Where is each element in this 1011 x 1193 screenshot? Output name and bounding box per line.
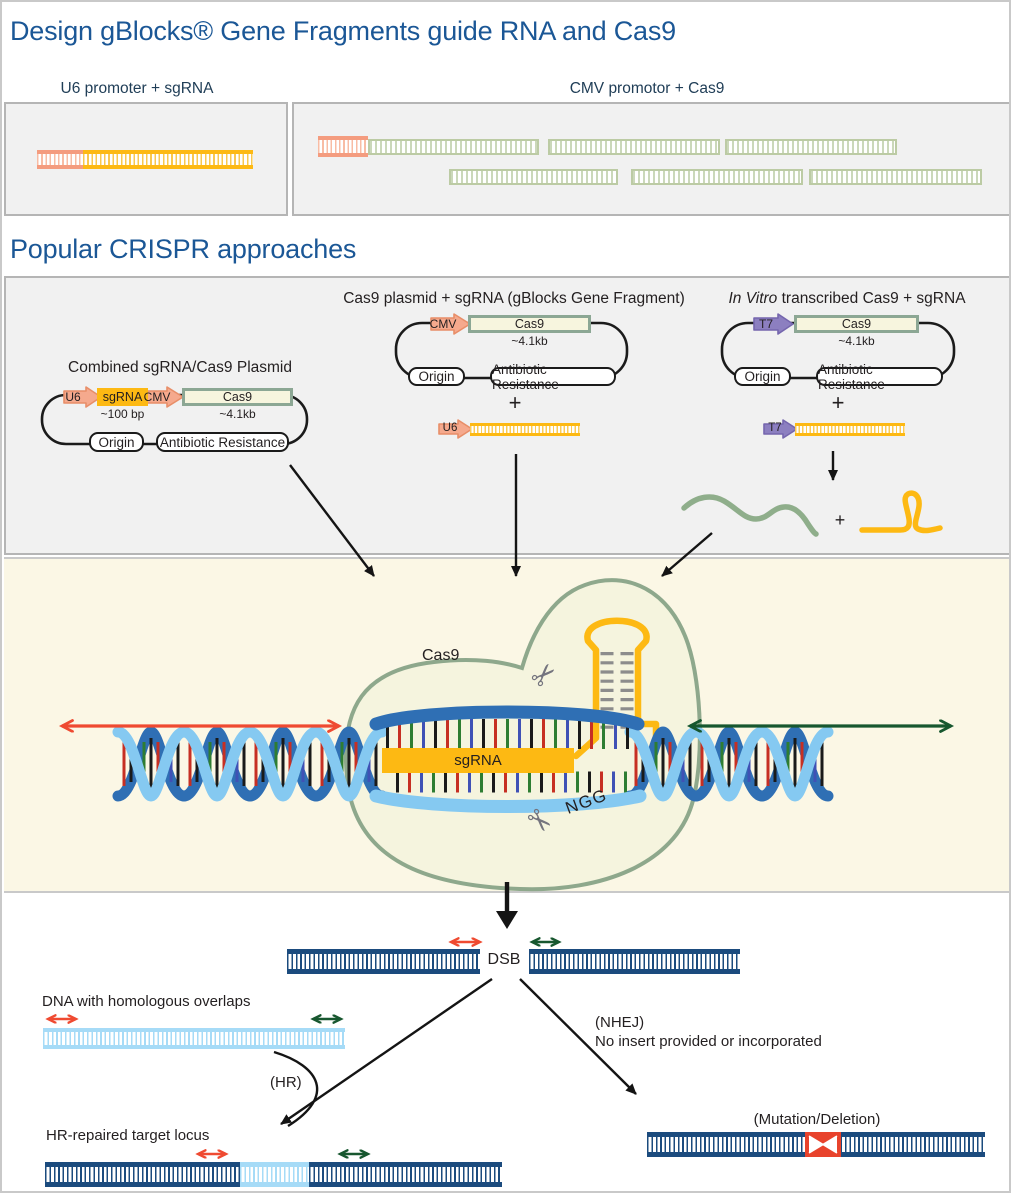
sgrna-box-combined: sgRNA: [97, 388, 148, 406]
origin-label: Origin: [98, 434, 135, 450]
cas9-gblock-4: [449, 169, 618, 185]
nhej-branch-arrow: [519, 978, 637, 1095]
t7-arrow-plasmid: [753, 313, 794, 335]
sgrna-bar-label: sgRNA: [454, 752, 502, 769]
cas9-box-invitro: Cas9: [794, 315, 919, 333]
u6-sgrna-fragment: [470, 423, 580, 436]
antibiotic-box-invitro: Antibiotic Resistance: [816, 362, 943, 392]
u6-promoter-fragment-segment: [37, 150, 83, 169]
plus-sign: +: [831, 390, 845, 415]
sgrna-size-label: ~100 bp: [100, 407, 145, 421]
plus-sign: +: [834, 510, 846, 530]
cmv-arrow-combined: [144, 386, 184, 408]
cas9-protein-blob: [343, 578, 702, 892]
antibiotic-box-combined: Antibiotic Resistance: [156, 432, 289, 452]
dna-helix-left: [118, 732, 382, 796]
cmv-arrow-cas9-plasmid: [430, 313, 471, 335]
antibiotic-box-middle: Antibiotic Resistance: [490, 362, 616, 392]
t7-arrow-fragment: [763, 419, 798, 439]
u6-fragment-label: U6: [442, 422, 458, 434]
cmv-arrow-label: CMV: [429, 317, 457, 331]
t7-fragment-label: T7: [768, 422, 782, 434]
nhej-label: (NHEJ): [595, 1014, 645, 1031]
cas9-box-label: Cas9: [514, 317, 545, 331]
homologous-donor-dna: [43, 1028, 345, 1049]
invitro-title: In Vitro transcribed Cas9 + sgRNA: [692, 290, 1002, 308]
cas9-gblock-6: [809, 169, 982, 185]
sgrna-squiggle: [859, 490, 943, 534]
homologous-overlaps-label: DNA with homologous overlaps: [42, 993, 251, 1010]
origin-box-combined: Origin: [89, 432, 144, 452]
dsb-label: DSB: [487, 951, 521, 968]
antibiotic-label: Antibiotic Resistance: [818, 361, 885, 392]
cmv-arrow-label: CMV: [143, 390, 171, 404]
origin-box-invitro: Origin: [734, 367, 791, 386]
t7-arrow-label: T7: [758, 317, 773, 331]
approaches-title: Popular CRISPR approaches: [10, 234, 357, 264]
cas9-box-combined: Cas9: [182, 388, 293, 406]
sgrna-fragment-segment: [83, 150, 253, 169]
nhej-note: No insert provided or incorporated: [595, 1033, 822, 1050]
cas9-gblock-2: [548, 139, 720, 155]
cas9-gblock-3: [725, 139, 897, 155]
antibiotic-label: Antibiotic Resistance: [159, 434, 286, 450]
hr-result-label: HR-repaired target locus: [46, 1127, 210, 1144]
hr-label: (HR): [270, 1074, 302, 1091]
u6-arrow-combined: [63, 386, 102, 408]
cas9-plasmid-title: Cas9 plasmid + sgRNA (gBlocks Gene Fragm…: [343, 290, 685, 307]
cas9-mrna-squiggle: [681, 494, 819, 537]
cmv-promoter-segment: [318, 136, 368, 157]
origin-label: Origin: [744, 369, 781, 384]
cas9-box-label: Cas9: [841, 317, 872, 331]
origin-box-middle: Origin: [408, 367, 465, 386]
plus-sign: +: [508, 390, 522, 415]
cas9-size-label: ~4.1kb: [838, 334, 875, 348]
invitro-title-italic: In Vitro: [728, 290, 778, 307]
cut-arrow: [496, 882, 518, 929]
mutation-deletion-label: (Mutation/Deletion): [753, 1111, 881, 1128]
cas9-gblock-1: [368, 139, 539, 155]
cas9-size-label: ~4.1kb: [219, 407, 256, 421]
cas9-box-label: Cas9: [222, 390, 253, 404]
sgrna-bar: sgRNA: [382, 748, 574, 773]
sgrna-box-label: sgRNA: [102, 390, 143, 404]
cmv-panel-label: CMV promotor + Cas9: [569, 80, 725, 97]
dsb-left-dna: [287, 949, 480, 974]
u6-arrow-label: U6: [65, 390, 81, 404]
mutation-x-icon: [808, 1135, 838, 1154]
mutation-site-marker: [805, 1132, 841, 1157]
invitro-title-rest: transcribed Cas9 + sgRNA: [777, 290, 966, 307]
cas9-box-middle: Cas9: [468, 315, 591, 333]
hr-curved-arrow: [273, 1050, 319, 1128]
cas9-gblock-5: [631, 169, 803, 185]
page-title: Design gBlocks® Gene Fragments guide RNA…: [10, 16, 676, 46]
t7-sgrna-fragment: [795, 423, 905, 436]
dsb-right-dna: [529, 949, 740, 974]
combined-plasmid-title: Combined sgRNA/Cas9 Plasmid: [68, 359, 292, 376]
hr-inserted-segment: [240, 1162, 309, 1187]
cas9-protein-label: Cas9: [422, 647, 460, 664]
u6-panel-label: U6 promoter + sgRNA: [60, 80, 214, 97]
antibiotic-label: Antibiotic Resistance: [492, 361, 559, 392]
origin-label: Origin: [418, 369, 455, 384]
unwound-dna: [369, 705, 647, 813]
cas9-size-label: ~4.1kb: [511, 334, 548, 348]
cmv-fragment-panel: [292, 102, 1009, 216]
delivery-arrows: [289, 451, 838, 577]
u6-arrow-fragment: [438, 419, 473, 439]
promoter-arrows: [63, 313, 798, 439]
